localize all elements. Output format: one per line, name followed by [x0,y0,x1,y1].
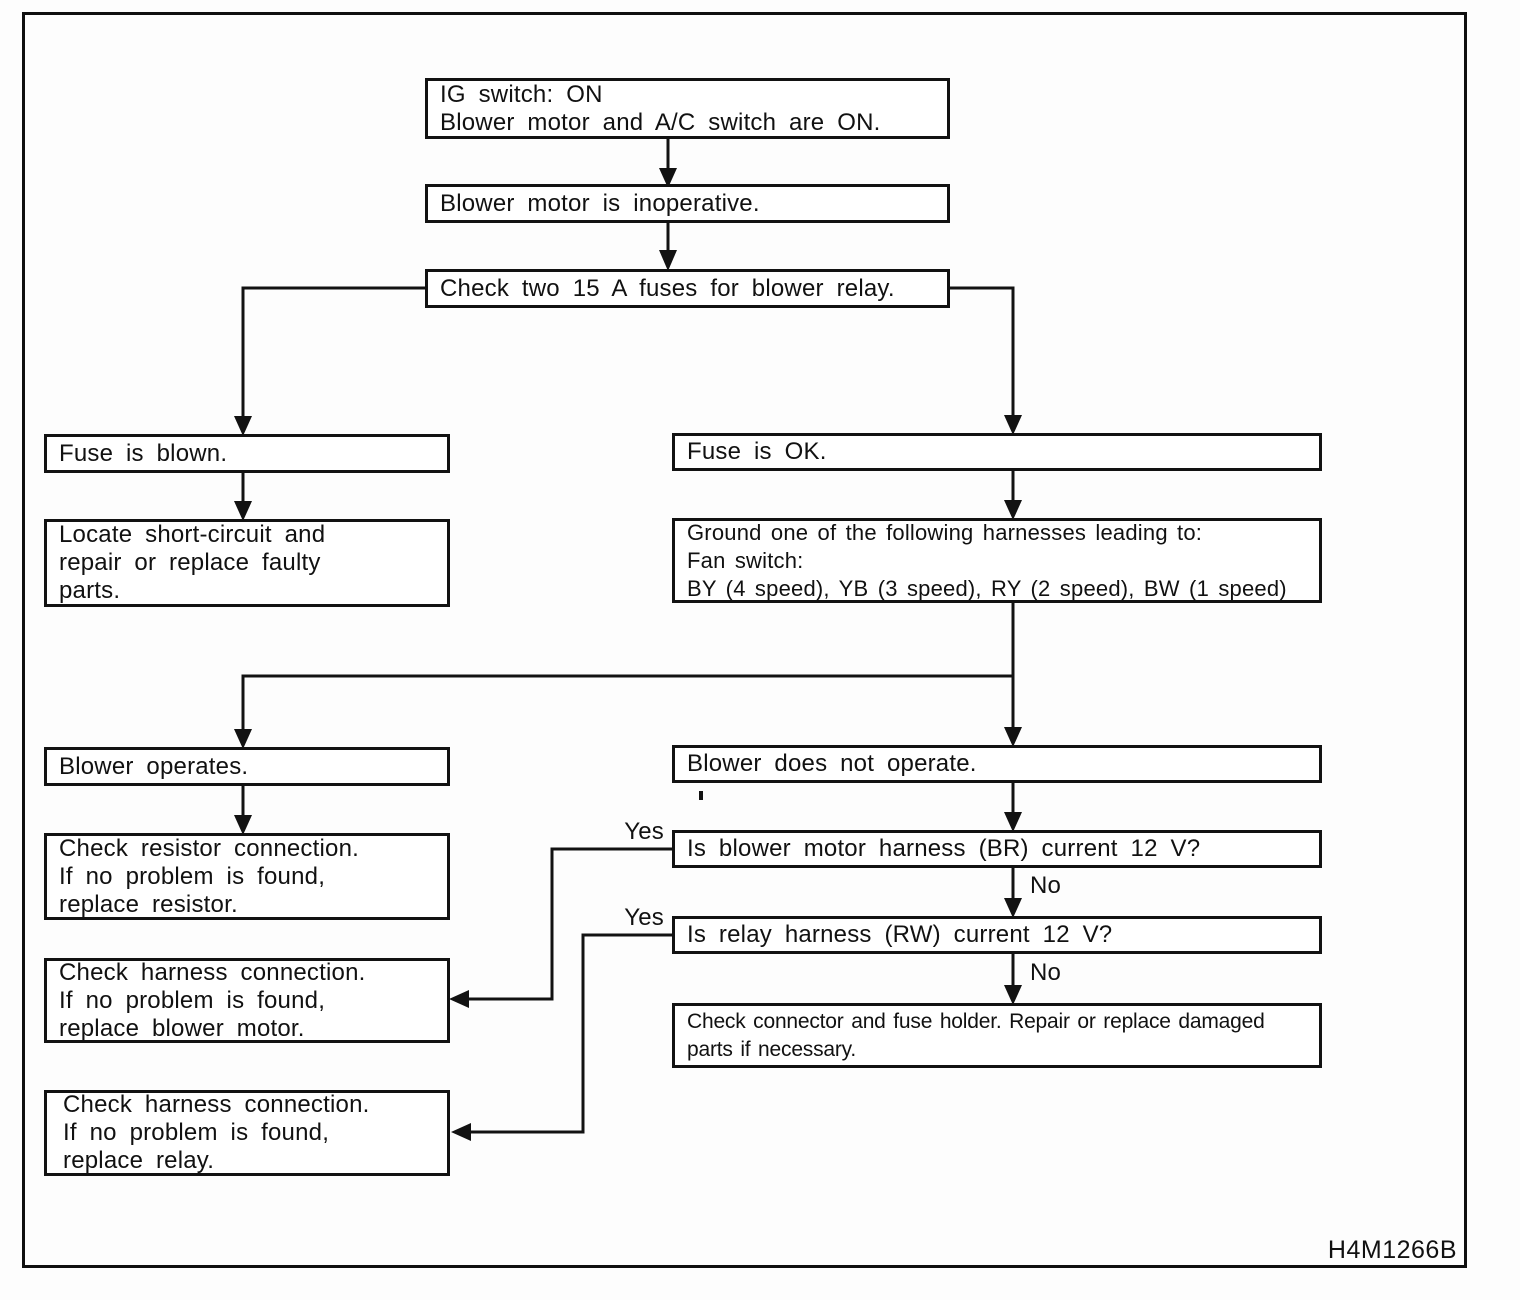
flow-box-check-harness-blower-motor: Check harness connection. If no problem … [44,958,450,1043]
arrowhead [1004,812,1022,832]
text-line: Blower does not operate. [687,750,977,777]
arrowhead [659,250,677,271]
text-line: Fuse is blown. [59,439,228,467]
connector-q2-yes-to-relay [471,933,672,1134]
text-line: parts if necessary. [687,1037,857,1061]
arrowhead [659,168,677,188]
text-line: Check two 15 A fuses for blower relay. [440,274,895,302]
text-line: If no problem is found, [59,862,326,890]
flow-box-q-blower-motor-harness: Is blower motor harness (BR) current 12 … [672,830,1322,868]
flow-box-blower-inoperative: Blower motor is inoperative. [425,184,950,223]
figure-code: H4M1266B [1327,1236,1457,1264]
arrowhead [1004,985,1022,1005]
connector-ground-branch-to-operates [241,674,1013,731]
arrowhead [1004,898,1022,918]
arrowhead [234,501,252,521]
text-line: Fan switch: [687,547,804,573]
text-line: Fuse is OK. [687,438,827,465]
page-border [22,12,1467,1268]
arrowhead [1004,727,1022,747]
arrowhead [234,815,252,835]
arrowhead [234,729,252,749]
arrowhead-left [449,990,469,1008]
text-line: Check harness connection. [63,1091,370,1118]
label-no-relay-harness: No [1030,959,1062,986]
arrowhead [1004,415,1022,435]
text-line: Locate short-circuit and [59,521,326,548]
label-no-blower-harness: No [1030,872,1062,899]
text-line: BY (4 speed), YB (3 speed), RY (2 speed)… [687,575,1287,601]
text-line: repair or replace faulty [59,549,321,576]
text-line: Check connector and fuse holder. Repair … [687,1009,1265,1033]
flow-box-fuse-blown: Fuse is blown. [44,434,450,473]
label-yes-relay-harness: Yes [624,904,664,931]
text-line: IG switch: ON [440,80,603,108]
text-line: If no problem is found, [59,986,326,1014]
flow-box-q-relay-harness: Is relay harness (RW) current 12 V? [672,916,1322,954]
arrowhead [234,416,252,436]
text-line: replace blower motor. [59,1014,305,1042]
text-line: Blower motor and A/C switch are ON. [440,108,881,136]
text-line: replace resistor. [59,890,238,918]
stray-speck [699,791,703,800]
text-line: Is blower motor harness (BR) current 12 … [687,835,1201,862]
flow-box-ground-harness: Ground one of the following harnesses le… [672,518,1322,603]
text-line: If no problem is found, [63,1119,330,1146]
flow-box-locate-short-circuit: Locate short-circuit and repair or repla… [44,519,450,607]
flow-box-check-fuses: Check two 15 A fuses for blower relay. [425,269,950,308]
flow-box-check-resistor: Check resistor connection. If no problem… [44,833,450,920]
flow-box-ig-switch: IG switch: ON Blower motor and A/C switc… [425,78,950,139]
arrowhead [1004,500,1022,520]
connector-checkfuses-to-fuseok [950,286,1015,417]
text-line: Check harness connection. [59,958,366,986]
flow-box-check-connector-fuse-holder: Check connector and fuse holder. Repair … [672,1003,1322,1068]
text-line: Blower motor is inoperative. [440,189,760,217]
flow-box-check-harness-relay: Check harness connection. If no problem … [44,1090,450,1176]
text-line: Is relay harness (RW) current 12 V? [687,921,1113,948]
label-yes-blower-harness: Yes [624,818,664,845]
connector-q1-yes-to-blowermotor [469,847,672,1001]
flow-box-fuse-ok: Fuse is OK. [672,433,1322,471]
flow-box-blower-not-operate: Blower does not operate. [672,745,1322,783]
arrowhead-left [451,1123,471,1141]
text-line: Ground one of the following harnesses le… [687,519,1203,545]
text-line: parts. [59,577,121,604]
text-line: Check resistor connection. [59,834,359,862]
text-line: replace relay. [63,1147,215,1174]
text-line: Blower operates. [59,752,249,780]
flow-box-blower-operates: Blower operates. [44,747,450,786]
connector-checkfuses-to-fuseblown [241,286,425,418]
